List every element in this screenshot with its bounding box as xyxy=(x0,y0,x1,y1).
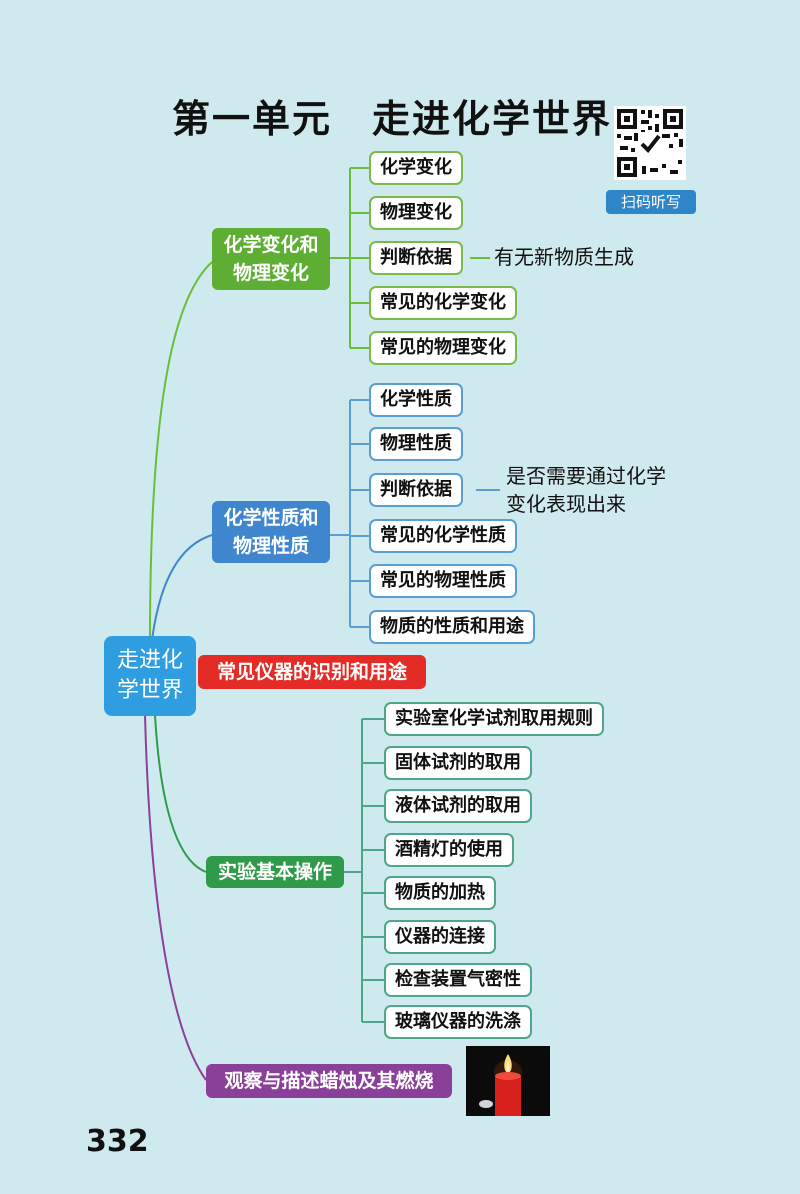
leaf-chemical-change: 化学变化 xyxy=(369,151,463,185)
leaf-reagent-rules: 实验室化学试剂取用规则 xyxy=(384,702,604,736)
branch-instrument: 常见仪器的识别和用途 xyxy=(198,655,426,689)
connector-root-property xyxy=(151,534,213,641)
leaf-property-and-use: 物质的性质和用途 xyxy=(369,610,535,644)
branch-property-line-2: 物理性质 xyxy=(232,535,309,557)
branch-candle: 观察与描述蜡烛及其燃烧 xyxy=(206,1064,452,1098)
root-line-2: 学世界 xyxy=(116,678,183,703)
connector-root-operation xyxy=(154,714,207,873)
property-criterion-note-line-2: 变化表现出来 xyxy=(506,492,626,516)
leaf-airtightness: 检查装置气密性 xyxy=(384,963,532,997)
page-title: 第一单元走进化学世界 xyxy=(172,88,612,143)
root-line-1: 走进化 xyxy=(116,648,183,673)
branch-change: 化学变化和 物理变化 xyxy=(212,228,330,290)
connector-root-candle xyxy=(144,714,207,1081)
root-node: 走进化 学世界 xyxy=(104,636,196,716)
leaf-physical-change: 物理变化 xyxy=(369,196,463,230)
leaf-chemical-property: 化学性质 xyxy=(369,383,463,417)
leaf-alcohol-lamp: 酒精灯的使用 xyxy=(384,833,514,867)
branch-property-line-1: 化学性质和 xyxy=(223,507,319,529)
leaf-common-physical-change: 常见的物理变化 xyxy=(369,331,517,365)
leaf-heating: 物质的加热 xyxy=(384,876,496,910)
leaf-glass-washing: 玻璃仪器的洗涤 xyxy=(384,1005,532,1039)
leaf-connection: 仪器的连接 xyxy=(384,920,496,954)
leaf-common-chemical-change: 常见的化学变化 xyxy=(369,286,517,320)
unit-name: 走进化学世界 xyxy=(372,97,613,141)
bracket-operation xyxy=(344,718,384,1023)
leaf-liquid-reagent: 液体试剂的取用 xyxy=(384,789,532,823)
candle-photo xyxy=(466,1046,550,1116)
unit-number: 第一单元 xyxy=(172,97,333,141)
branch-change-line-2: 物理变化 xyxy=(232,262,309,284)
leaf-common-chemical-property: 常见的化学性质 xyxy=(369,519,517,553)
leaf-physical-property: 物理性质 xyxy=(369,427,463,461)
page-number: 332 xyxy=(86,1124,149,1159)
qr-code-icon[interactable] xyxy=(614,106,686,180)
leaf-common-physical-property: 常见的物理性质 xyxy=(369,564,517,598)
scan-dictation-label[interactable]: 扫码听写 xyxy=(606,190,696,214)
leaf-property-criterion: 判断依据 xyxy=(369,473,463,507)
bracket-property xyxy=(330,399,369,628)
branch-change-line-1: 化学变化和 xyxy=(223,234,319,256)
connector-root-change xyxy=(149,261,213,641)
bracket-change xyxy=(330,167,369,349)
leaf-change-criterion: 判断依据 xyxy=(369,241,463,275)
branch-property: 化学性质和 物理性质 xyxy=(212,501,330,563)
change-criterion-note: 有无新物质生成 xyxy=(494,245,634,269)
property-criterion-note-line-1: 是否需要通过化学 xyxy=(506,464,666,488)
leaf-solid-reagent: 固体试剂的取用 xyxy=(384,746,532,780)
branch-operation: 实验基本操作 xyxy=(206,856,344,888)
